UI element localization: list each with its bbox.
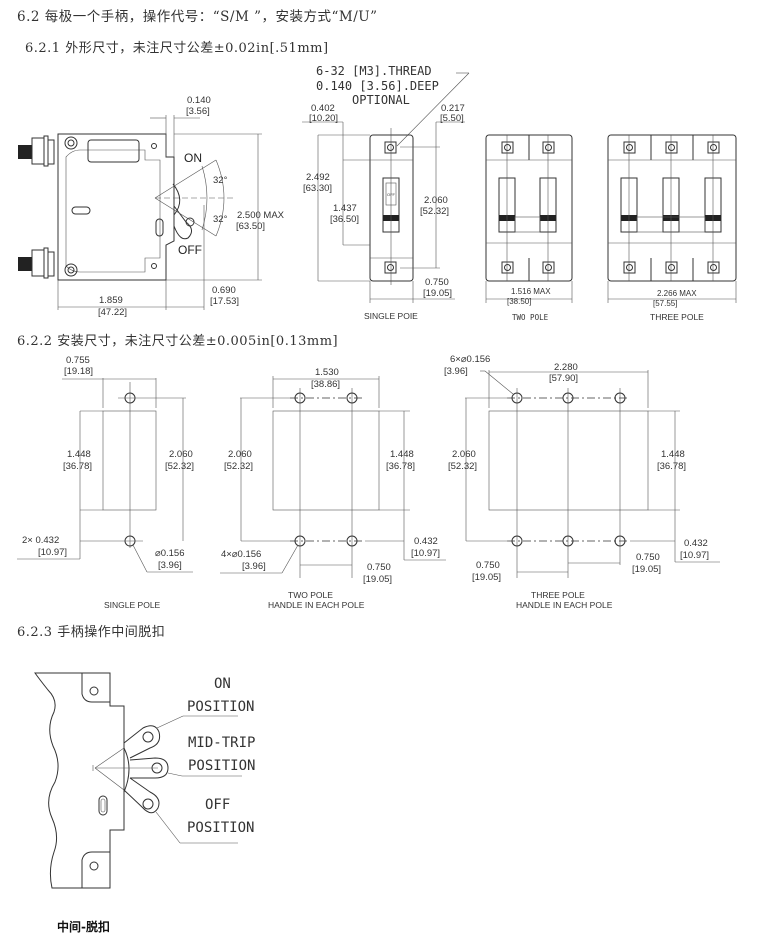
dim-hole-dia-mm: [3.96] (242, 561, 266, 572)
dim-hole-dia: 6×⌀0.156 (450, 354, 490, 365)
dim-pitch-mm: [19.05] (363, 574, 392, 585)
section-6-2-3-heading: 6.2.3 手柄操作中间脱扣 (17, 625, 166, 640)
section-6-2-2-heading: 6.2.2 安装尺寸，未注尺寸公差±0.005in[0.13mm] (17, 334, 339, 349)
dim-holes-mm: [52.32] (448, 461, 477, 472)
dim-width-mm: [38.86] (311, 379, 340, 390)
dim-cut-height-mm: [36.78] (657, 461, 686, 472)
mount-two-pole: 1.530 [38.86] 2.060 [52.32] 1.448 [36.78… (220, 367, 446, 610)
dim-cut-height: 1.448 (390, 449, 414, 460)
dim-offset: 0.432 (684, 538, 708, 549)
dim-offset-mm: [10.97] (38, 547, 67, 558)
dim-height-mm: [63.30] (303, 183, 332, 194)
off-label-2: POSITION (187, 820, 254, 836)
mount-single-pole: 0.755 [19.18] 1.448 [36.78] 2.060 [52.32… (17, 355, 194, 610)
dim-three-pole-width: 2.266 MAX (657, 289, 697, 298)
on-label-2: POSITION (187, 699, 254, 715)
dim-pitch-2-mm: [19.05] (632, 564, 661, 575)
label-off: OFF (178, 243, 202, 257)
dim-holes: 2.060 (228, 449, 252, 460)
dim-handle-mm: [36.50] (330, 214, 359, 225)
dim-two-pole-width-mm: [38.50] (507, 297, 531, 306)
dim-holes-mm: [52.32] (165, 461, 194, 472)
dim-offset: 2× 0.432 (22, 535, 59, 546)
dim-top-offset: 0.140 (187, 95, 211, 106)
dim-cut-height: 1.448 (661, 449, 685, 460)
dim-hole-dia-mm: [3.96] (158, 560, 182, 571)
dim-offset-mm: [10.97] (680, 550, 709, 561)
caption-three-pole: THREE POLE (650, 312, 704, 322)
note-line-1: 6-32 [M3].THREAD (316, 64, 432, 78)
side-view-drawing: ON OFF 32° 32° 0.140 [3.56] 2.500 MAX [6… (18, 95, 285, 318)
dim-left-mm: [10.20] (309, 113, 338, 124)
note-line-3: OPTIONAL (352, 93, 410, 107)
mount-three-pole: 2.280 [57.90] 2.060 [52.32] 1.448 [36.78… (444, 354, 720, 610)
dim-cut-height: 1.448 (67, 449, 91, 460)
mid-trip-label-1: MID-TRIP (188, 735, 255, 751)
caption-two-1: TWO POLE (288, 590, 333, 600)
note-line-2: 0.140 [3.56].DEEP (316, 79, 439, 93)
dim-left: 0.402 (311, 103, 335, 114)
dim-pitch: 0.750 (367, 562, 391, 573)
dim-hole-dia: 4×⌀0.156 (221, 549, 261, 560)
dim-right-mm: [5.50] (440, 113, 464, 124)
dim-pitch-1-mm: [19.05] (472, 572, 501, 583)
dim-holes: 2.060 (424, 195, 448, 206)
dim-hole-dia-mm: [3.96] (444, 366, 468, 377)
mid-trip-diagram: ON POSITION MID-TRIP POSITION OFF POSITI… (34, 672, 255, 889)
on-label-1: ON (214, 676, 231, 692)
angle-off: 32° (213, 214, 228, 225)
dim-width: 1.530 (315, 367, 339, 378)
dim-height: 2.492 (306, 172, 330, 183)
two-pole-front: 1.516 MAX [38.50] TWO POLE (485, 134, 573, 322)
dim-width-mm: [57.90] (549, 373, 578, 384)
dim-three-pole-width-mm: [57.55] (653, 299, 677, 308)
section-6-2-1-heading: 6.2.1 外形尺寸，未注尺寸公差±0.02in[.51mm] (25, 41, 329, 56)
thread-note: 6-32 [M3].THREAD 0.140 [3.56].DEEP OPTIO… (316, 64, 470, 147)
dim-pitch-2: 0.750 (636, 552, 660, 563)
dim-width: 0.750 (425, 277, 449, 288)
dim-holes-mm: [52.32] (420, 206, 449, 217)
caption-three-2: HANDLE IN EACH POLE (516, 600, 613, 610)
dim-right: 0.217 (441, 103, 465, 114)
dim-height: 2.500 MAX (237, 210, 285, 221)
dim-width-mm: [19.18] (64, 366, 93, 377)
dim-two-pole-width: 1.516 MAX (511, 287, 551, 296)
section-6-2-heading: 6.2 每极一个手柄，操作代号：“S/M ”，安装方式“M/U” (17, 9, 378, 25)
dim-cut-height-mm: [36.78] (386, 461, 415, 472)
dim-handle-mm: [17.53] (210, 296, 239, 307)
terminal-bottom (18, 247, 55, 279)
single-pole-front: OFF 0.402 [10.20] 0.217 [5.50] 2.492 [63… (302, 103, 465, 321)
caption-single-pole: SINGLE POIE (364, 311, 418, 321)
dim-handle: 0.690 (212, 285, 236, 296)
dim-body-len-mm: [47.22] (98, 307, 127, 318)
caption-three-1: THREE POLE (531, 590, 585, 600)
off-label-1: OFF (205, 797, 230, 813)
angle-on: 32° (213, 175, 228, 186)
caption-single: SINGLE POLE (104, 600, 161, 610)
dim-top-offset-mm: [3.56] (186, 106, 210, 117)
dim-offset-mm: [10.97] (411, 548, 440, 559)
dim-cut-height-mm: [36.78] (63, 461, 92, 472)
dim-offset: 0.432 (414, 536, 438, 547)
dim-width: 2.280 (554, 362, 578, 373)
dim-holes: 2.060 (452, 449, 476, 460)
mid-trip-caption: 中间-脱扣 (57, 920, 110, 934)
three-pole-front: 2.266 MAX [57.55] THREE POLE (607, 134, 737, 322)
dim-pitch-1: 0.750 (476, 560, 500, 571)
mid-trip-label-2: POSITION (188, 758, 255, 774)
caption-two-pole: TWO POLE (512, 313, 549, 322)
dim-width: 0.755 (66, 355, 90, 366)
terminal-top (18, 135, 55, 167)
dim-holes: 2.060 (169, 449, 193, 460)
dim-hole-dia: ⌀0.156 (155, 548, 185, 559)
dim-holes-mm: [52.32] (224, 461, 253, 472)
dim-body-len: 1.859 (99, 295, 123, 306)
dim-width-mm: [19.05] (423, 288, 452, 299)
label-on: ON (184, 151, 202, 165)
dim-handle: 1.437 (333, 203, 357, 214)
dim-height-mm: [63.50] (236, 221, 265, 232)
caption-two-2: HANDLE IN EACH POLE (268, 600, 365, 610)
